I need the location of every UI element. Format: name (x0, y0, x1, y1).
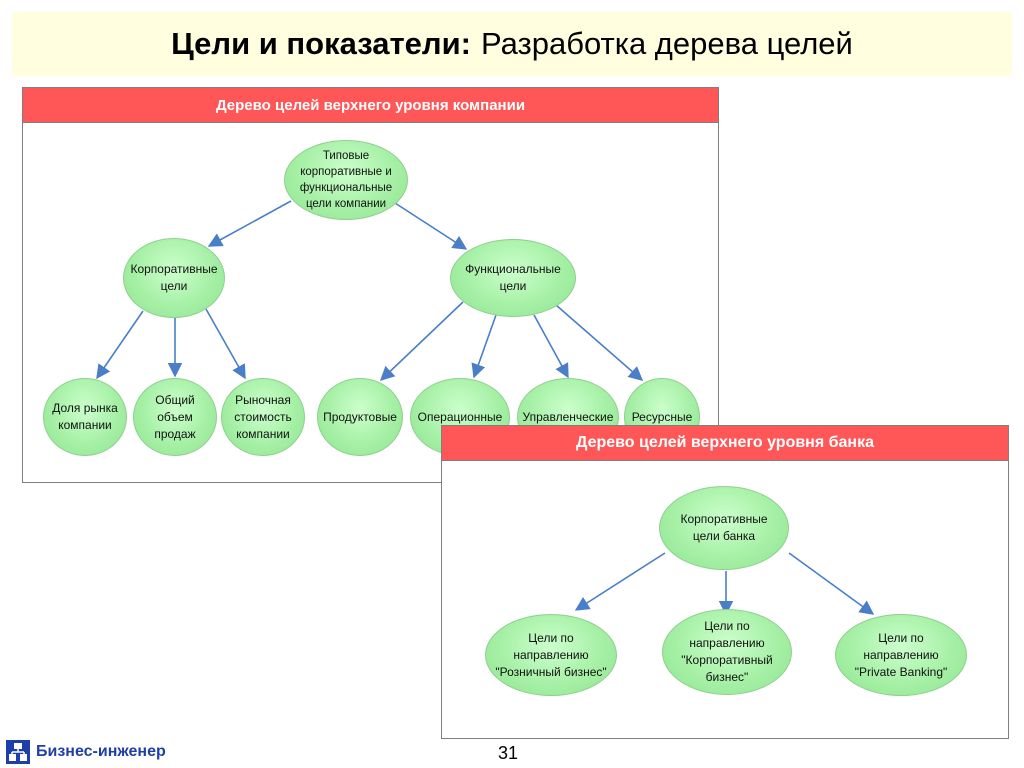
edge-functional-resource (555, 304, 644, 381)
edge-bank-retail (574, 552, 666, 611)
node-market-value: Рыночная стоимость компании (221, 378, 305, 456)
bank-tree-panel: Дерево целей верхнего уровня банка Корпо… (441, 425, 1009, 739)
node-product-goals: Продуктовые (317, 378, 403, 456)
node-functional-goals: Функциональные цели (450, 239, 576, 317)
edge-corporate-marketshare (96, 310, 144, 380)
brand-logo: Бизнес-инженер (6, 740, 166, 764)
edge-functional-product (379, 301, 464, 381)
node-bank-corporate-goals: Корпоративные цели банка (659, 486, 789, 570)
node-market-share: Доля рынка компании (43, 378, 127, 456)
edge-functional-operational (471, 314, 497, 379)
brand-name: Бизнес-инженер (36, 743, 166, 760)
node-corporate-business: Цели по направлению "Корпоративный бизне… (662, 609, 792, 695)
slide-title: Цели и показатели: Разработка дерева цел… (12, 12, 1012, 76)
title-normal: Разработка дерева целей (480, 26, 853, 61)
edge-root-corporate (207, 200, 292, 247)
node-private-banking: Цели по направлению "Private Banking" (835, 614, 967, 696)
node-retail-business: Цели по направлению "Розничный бизнес" (485, 614, 617, 696)
edge-corporate-value (205, 308, 246, 380)
edge-functional-managerial (533, 314, 569, 379)
bank-tree-header: Дерево целей верхнего уровня банка (442, 426, 1008, 461)
page-number: 31 (498, 743, 519, 763)
node-corporate-goals: Корпоративные цели (123, 238, 225, 318)
edge-bank-private (788, 552, 875, 615)
title-bold: Цели и показатели: (171, 26, 471, 61)
company-tree-header: Дерево целей верхнего уровня компании (23, 88, 718, 123)
brand-logo-icon (6, 740, 30, 764)
node-sales-volume: Общий объем продаж (133, 378, 217, 456)
node-root-goals: Типовые корпоративные и функциональные ц… (284, 140, 408, 220)
company-tree-panel: Дерево целей верхнего уровня компании Ти… (22, 87, 719, 483)
edge-root-functional (394, 202, 468, 250)
